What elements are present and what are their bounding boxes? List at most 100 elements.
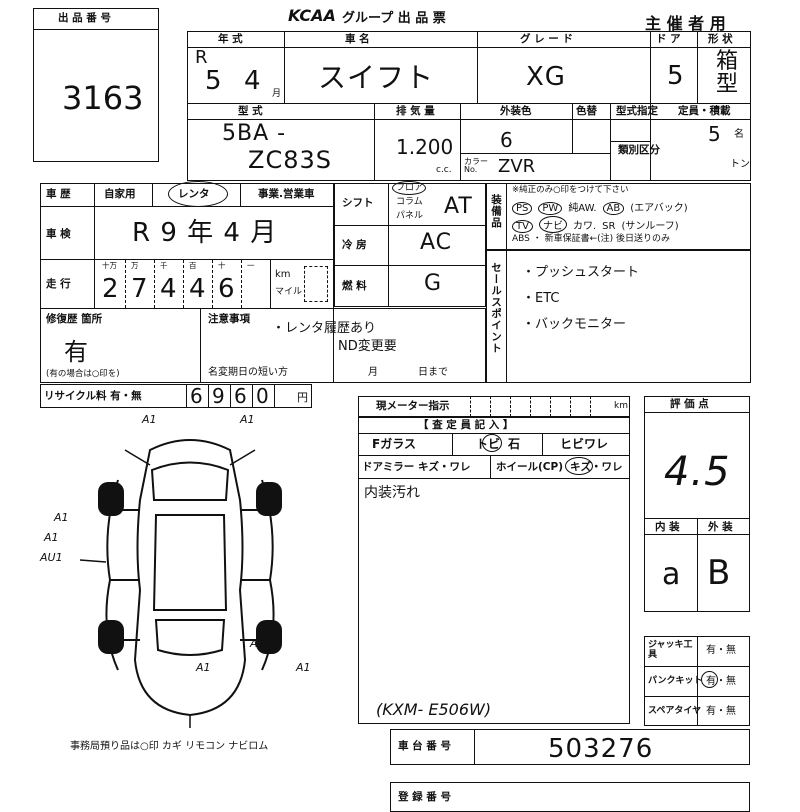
recycle-digit: 9: [212, 384, 225, 408]
meter-divider: [490, 396, 491, 417]
month-unit: 月: [272, 89, 282, 99]
inspector-comment: 内装汚れ: [364, 485, 420, 501]
exterior-grade: B: [707, 553, 732, 593]
equipment-item: 純AW.: [568, 203, 597, 214]
fuel-label: 燃 料: [342, 280, 367, 292]
repair-note: (有の場合は○印を): [46, 369, 120, 379]
equipment-item: (エアバック): [630, 203, 688, 214]
equipment-item: SR: [602, 221, 616, 232]
vehicle-grid: [187, 31, 751, 181]
color-no-label: カラー No.: [464, 157, 488, 174]
registration-label: 登 録 番 号: [398, 791, 451, 803]
notes-text-2: ND変更要: [338, 339, 397, 354]
inspector-header: 【 査 定 員 記 入 】: [418, 419, 514, 431]
spare-label: スペアタイヤ: [648, 706, 702, 716]
model-prefix: 5BA -: [222, 121, 287, 146]
mileage-digit: 4: [160, 274, 178, 304]
mileage-divider: [154, 260, 155, 308]
puncture-value: 有・無: [706, 676, 736, 687]
mileage-unit-1: 万: [131, 261, 139, 270]
interior-grade: a: [662, 557, 682, 592]
mileage-unit-4: 十: [218, 261, 226, 270]
f-glass-label: Fガラス: [372, 437, 416, 451]
year-value: 5: [205, 66, 223, 96]
history-label: 車 歴: [46, 188, 71, 200]
type-designation-label: 型式指定: [616, 105, 658, 117]
hibiware-label: ヒビワレ: [560, 437, 609, 451]
mileage-unit-5: 一: [247, 261, 255, 270]
equipment-item: PW: [538, 202, 563, 215]
notes-label: 注意事項: [208, 313, 250, 325]
mile-box: [304, 266, 328, 302]
wheel-rear-right-icon: [256, 620, 282, 654]
year-label: 年 式: [218, 33, 243, 45]
mileage-digit: 6: [218, 274, 236, 304]
mileage-divider: [183, 260, 184, 308]
group-logo: KCAA: [288, 6, 336, 25]
displacement-label: 排 気 量: [396, 105, 435, 117]
group-title: グループ 出 品 票: [342, 11, 446, 26]
grade-value: XG: [526, 62, 566, 92]
kizu-ware-label: キズ・ワレ: [570, 461, 623, 473]
equipment-item: AB: [602, 202, 625, 215]
equipment-item: PS: [512, 202, 533, 215]
mileage-divider: [212, 260, 213, 308]
wheel-front-left-icon: [98, 482, 124, 516]
recycle-divider: [274, 384, 275, 408]
recycle-divider: [186, 384, 187, 408]
damage-mark-3: A1: [54, 511, 69, 524]
damage-mark-7: A1: [250, 637, 265, 650]
sales-block: [486, 250, 751, 383]
inspection-label: 車 検: [46, 228, 71, 240]
kizu-circle: [565, 457, 593, 475]
day-label: 日まで: [418, 367, 448, 378]
lot-number-box: 出 品 番 号 3163: [33, 8, 159, 162]
mileage-unit-0: 十万: [102, 261, 117, 270]
sales-point: ・バックモニター: [522, 317, 627, 332]
meter-divider: [470, 396, 471, 417]
meter-label: 現メーター指示: [376, 400, 450, 412]
door-mirror-label: ドアミラー キズ・ワレ: [362, 461, 471, 473]
mileage-digit: 2: [102, 274, 120, 304]
door-value: 5: [667, 61, 685, 91]
chassis-label: 車 台 番 号: [398, 740, 451, 752]
equipment-row-3: ABS ・ 新車保証書←(注) 後日送りのみ: [512, 234, 671, 244]
model-label: 型 式: [238, 105, 263, 117]
recycle-divider: [230, 384, 231, 408]
recycle-digit: 6: [234, 384, 247, 408]
equipment-item: (サンルーフ): [621, 221, 679, 232]
shape-label: 形 状: [708, 33, 733, 45]
damage-mark-5: AU1: [40, 551, 63, 564]
mileage-label: 走 行: [46, 278, 71, 290]
interior-label: 内 装: [655, 521, 680, 533]
equipment-label: 装備品: [490, 194, 502, 229]
damage-mark-6: A1: [196, 661, 211, 674]
equipment-item: カワ.: [572, 221, 597, 232]
model-code: ZC83S: [248, 146, 332, 174]
capacity-label: 定員・積載: [678, 105, 731, 117]
recycle-box: [40, 384, 312, 408]
wheel-rear-left-icon: [98, 620, 124, 654]
displacement-unit: c.c.: [436, 165, 452, 175]
capacity-value: 5: [708, 122, 721, 146]
mileage-unit-2: 千: [160, 261, 168, 270]
rental-circle: [168, 181, 228, 207]
equipment-item: TV: [512, 220, 533, 233]
meter-divider: [530, 396, 531, 417]
lot-number: 3163: [62, 79, 144, 117]
business-label: 事業.営業車: [258, 188, 315, 200]
km-label: km: [275, 269, 291, 280]
mileage-divider: [241, 260, 242, 308]
class-label: 類別区分: [618, 144, 660, 156]
recycle-digit: 6: [190, 384, 203, 408]
shift-value: AT: [444, 194, 473, 219]
door-label: ド ア: [656, 33, 681, 45]
spare-value: 有・無: [706, 706, 736, 717]
sales-point: ・ETC: [522, 291, 560, 306]
ton-unit: トン: [730, 159, 750, 170]
puncture-circle: [701, 671, 718, 688]
mile-label: マイル: [275, 287, 303, 297]
car-diagram: [79, 439, 282, 728]
era: R: [195, 47, 208, 68]
inspector-block: [358, 417, 630, 724]
